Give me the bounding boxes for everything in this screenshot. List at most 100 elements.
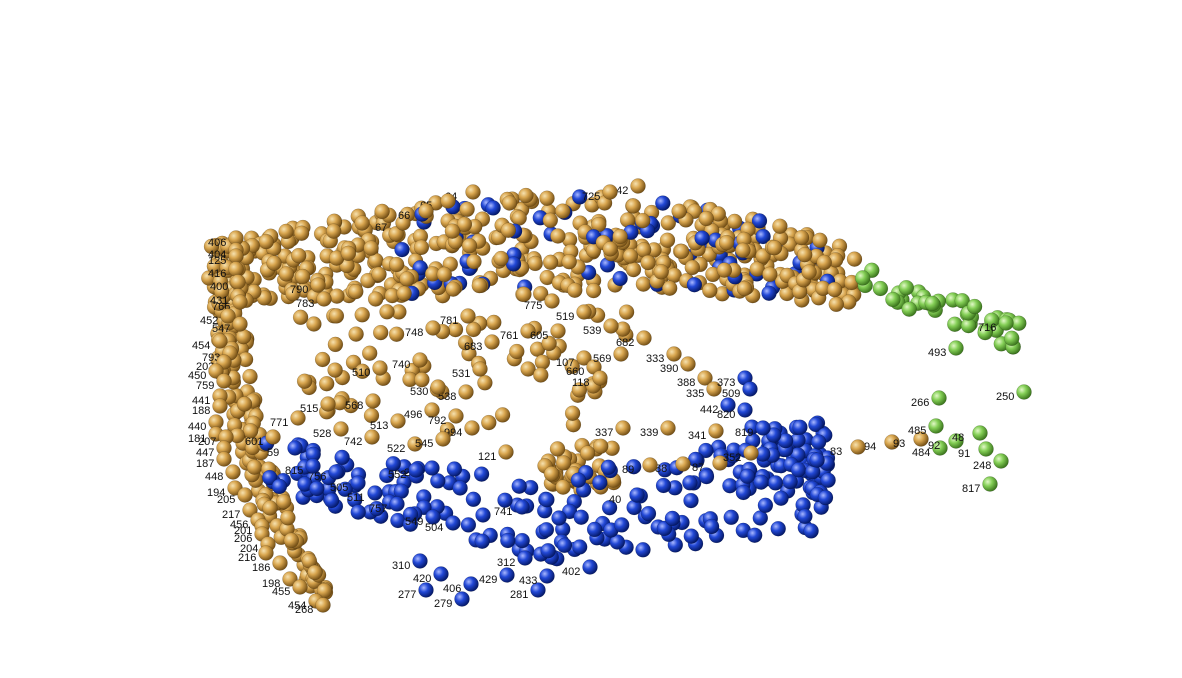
point-label: 205 <box>217 494 235 506</box>
cloud-point <box>516 286 532 303</box>
point-label: 757 <box>369 503 387 515</box>
point-label: 279 <box>434 598 452 610</box>
data-point <box>499 567 515 583</box>
point-label: 268 <box>295 604 313 616</box>
data-point <box>425 320 441 336</box>
point-label: 352 <box>723 452 741 464</box>
point-label: 515 <box>300 403 318 415</box>
point-label: 538 <box>438 391 456 403</box>
cloud-point <box>477 375 493 391</box>
cloud-point <box>555 455 572 471</box>
data-point <box>208 363 224 379</box>
cloud-point <box>772 218 788 234</box>
point-label: 761 <box>500 330 518 342</box>
point-label: 250 <box>996 391 1014 403</box>
cloud-point <box>828 296 845 313</box>
cloud-point <box>640 505 657 522</box>
cloud-point <box>977 324 993 341</box>
cloud-point <box>723 509 739 526</box>
point-label: 373 <box>717 377 735 389</box>
point-label: 530 <box>410 386 428 398</box>
point-label: 817 <box>962 483 980 495</box>
cloud-point <box>213 283 230 300</box>
point-label: 793 <box>202 352 220 364</box>
point-label: 485 <box>908 425 926 437</box>
data-point <box>290 410 306 426</box>
data-point <box>232 294 248 310</box>
cloud-point <box>396 285 412 302</box>
point-label: 771 <box>270 417 288 429</box>
cloud-point <box>271 478 288 495</box>
cloud-point <box>466 253 482 270</box>
data-point <box>448 408 464 424</box>
point-label: 186 <box>252 562 270 574</box>
point-label: 442 <box>700 404 718 416</box>
data-point <box>333 421 349 437</box>
data-point <box>418 582 434 598</box>
data-point <box>232 316 248 332</box>
data-point <box>603 318 619 334</box>
data-point <box>445 515 461 531</box>
data-point <box>884 434 900 450</box>
cloud-point <box>323 492 340 509</box>
point-label: 775 <box>524 300 542 312</box>
point-label: 339 <box>640 427 658 439</box>
data-point <box>292 579 308 595</box>
data-point <box>660 420 676 436</box>
cloud-point <box>436 266 453 283</box>
data-point <box>737 402 753 418</box>
data-point <box>237 487 253 503</box>
data-point <box>993 453 1009 469</box>
point-label: 682 <box>616 337 634 349</box>
data-point <box>465 184 481 200</box>
data-point <box>440 193 456 209</box>
cloud-point <box>716 262 733 278</box>
point-label: 125 <box>208 255 226 267</box>
cloud-point <box>354 307 370 323</box>
point-label: 201 <box>234 525 252 537</box>
data-point <box>642 457 658 473</box>
point-label: 91 <box>958 448 970 460</box>
cloud-point <box>314 351 331 368</box>
point-label: 552 <box>388 469 406 481</box>
cloud-point <box>816 254 832 271</box>
cloud-point <box>363 240 379 256</box>
data-point <box>517 550 533 566</box>
cloud-point <box>318 375 335 392</box>
cloud-point <box>388 256 405 273</box>
cloud-point <box>292 309 309 326</box>
data-point <box>742 381 758 397</box>
point-label: 448 <box>205 471 223 483</box>
cloud-point <box>514 532 530 549</box>
point-label: 601 <box>245 436 263 448</box>
cloud-point <box>283 532 300 549</box>
point-label: 452 <box>200 315 218 327</box>
cloud-point <box>660 215 677 231</box>
cloud-point <box>354 363 371 380</box>
cloud-point <box>735 242 751 259</box>
cloud-point <box>885 291 901 308</box>
cloud-point <box>452 480 468 496</box>
cloud-point <box>539 491 555 508</box>
cloud-point <box>625 458 642 475</box>
point-label: 569 <box>593 353 611 365</box>
cloud-point <box>571 189 588 205</box>
data-point <box>544 293 560 309</box>
cloud-point <box>773 490 789 506</box>
cloud-point <box>655 477 672 494</box>
point-label: 40 <box>609 494 621 506</box>
point-label: 118 <box>572 377 590 389</box>
cloud-point <box>635 276 652 292</box>
cloud-point <box>497 492 513 508</box>
cloud-point <box>306 316 322 332</box>
data-point <box>230 274 246 290</box>
point-label: 310 <box>392 560 410 572</box>
cloud-point <box>1003 330 1020 347</box>
cloud-point <box>640 254 656 271</box>
point-label: 67 <box>375 222 387 234</box>
point-label: 206 <box>234 533 252 545</box>
point-label: 454 <box>192 340 210 352</box>
point-label: 819 <box>735 427 753 439</box>
cloud-point <box>348 326 364 342</box>
cloud-point <box>898 279 915 296</box>
